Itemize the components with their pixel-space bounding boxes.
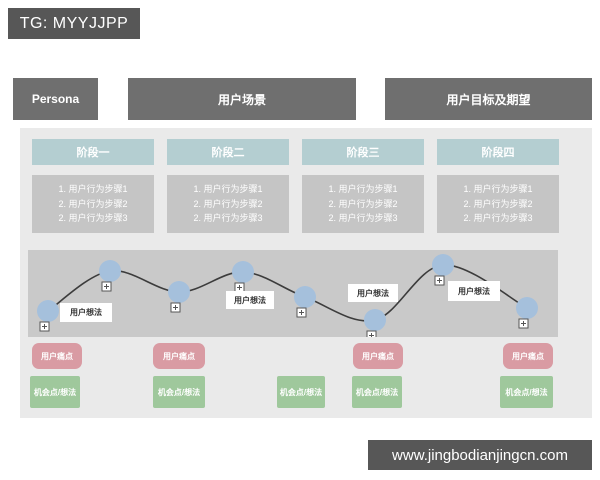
stage-step-line: 2. 用户行为步骤2 [463, 198, 533, 209]
opportunity-box: 机会点/想法 [30, 376, 80, 408]
stage-step-line: 2. 用户行为步骤2 [58, 198, 128, 209]
journey-node [294, 286, 316, 308]
plus-marker-cross-icon [521, 321, 526, 326]
journey-node [364, 309, 386, 331]
journey-curve [37, 254, 538, 337]
top-header-box: 用户场景 [128, 78, 356, 120]
stage-step-line: 1. 用户行为步骤1 [328, 184, 398, 195]
journey-node [99, 260, 121, 282]
plus-marker-cross-icon [437, 278, 442, 283]
journey-node [432, 254, 454, 276]
pain-point-box: 用户痛点 [353, 343, 403, 369]
plus-marker-cross-icon [299, 310, 304, 315]
journey-node [516, 297, 538, 319]
stage-step-line: 1. 用户行为步骤1 [193, 184, 263, 195]
plus-marker-cross-icon [173, 305, 178, 310]
stage-steps-box: 1. 用户行为步骤1 2. 用户行为步骤2 2. 用户行为步骤3 [437, 175, 559, 233]
stage-header: 阶段三 [302, 139, 424, 165]
plus-marker-cross-icon [369, 333, 374, 337]
stage-header: 阶段四 [437, 139, 559, 165]
stage-step-line: 2. 用户行为步骤2 [328, 198, 398, 209]
pain-point-box: 用户痛点 [32, 343, 82, 369]
tag-banner: TG: MYYJJPP [8, 8, 140, 39]
stage-step-line: 2. 用户行为步骤3 [193, 213, 263, 224]
stage-step-line: 2. 用户行为步骤2 [193, 198, 263, 209]
stage-step-line: 2. 用户行为步骤3 [463, 213, 533, 224]
user-thought-box: 用户想法 [60, 303, 112, 322]
user-thought-box: 用户想法 [448, 281, 500, 301]
plus-marker-cross-icon [42, 324, 47, 329]
stage-steps-box: 1. 用户行为步骤1 2. 用户行为步骤2 2. 用户行为步骤3 [167, 175, 289, 233]
stage-steps-box: 1. 用户行为步骤1 2. 用户行为步骤2 2. 用户行为步骤3 [32, 175, 154, 233]
stage-step-line: 2. 用户行为步骤3 [328, 213, 398, 224]
journey-node [37, 300, 59, 322]
journey-map-panel: 阶段一 1. 用户行为步骤1 2. 用户行为步骤2 2. 用户行为步骤3 阶段二 1. 用… [20, 128, 592, 418]
stage-steps-box: 1. 用户行为步骤1 2. 用户行为步骤2 2. 用户行为步骤3 [302, 175, 424, 233]
journey-node [168, 281, 190, 303]
user-thought-box: 用户想法 [348, 284, 398, 302]
plus-marker-cross-icon [237, 285, 242, 290]
top-header-box: 用户目标及期望 [385, 78, 592, 120]
stage-header: 阶段二 [167, 139, 289, 165]
journey-curve-band: 用户想法用户想法用户想法用户想法 [28, 250, 558, 337]
pain-point-box: 用户痛点 [503, 343, 553, 369]
journey-node [232, 261, 254, 283]
stage-step-line: 1. 用户行为步骤1 [463, 184, 533, 195]
stage-step-line: 2. 用户行为步骤3 [58, 213, 128, 224]
watermark-banner: www.jingbodianjingcn.com [368, 440, 592, 470]
stage-step-line: 1. 用户行为步骤1 [58, 184, 128, 195]
stage-header: 阶段一 [32, 139, 154, 165]
opportunity-box: 机会点/想法 [277, 376, 325, 408]
top-header-box: Persona [13, 78, 98, 120]
plus-marker-cross-icon [104, 284, 109, 289]
pain-point-box: 用户痛点 [153, 343, 205, 369]
opportunity-box: 机会点/想法 [153, 376, 205, 408]
user-thought-box: 用户想法 [226, 291, 274, 309]
opportunity-box: 机会点/想法 [352, 376, 402, 408]
opportunity-box: 机会点/想法 [500, 376, 553, 408]
